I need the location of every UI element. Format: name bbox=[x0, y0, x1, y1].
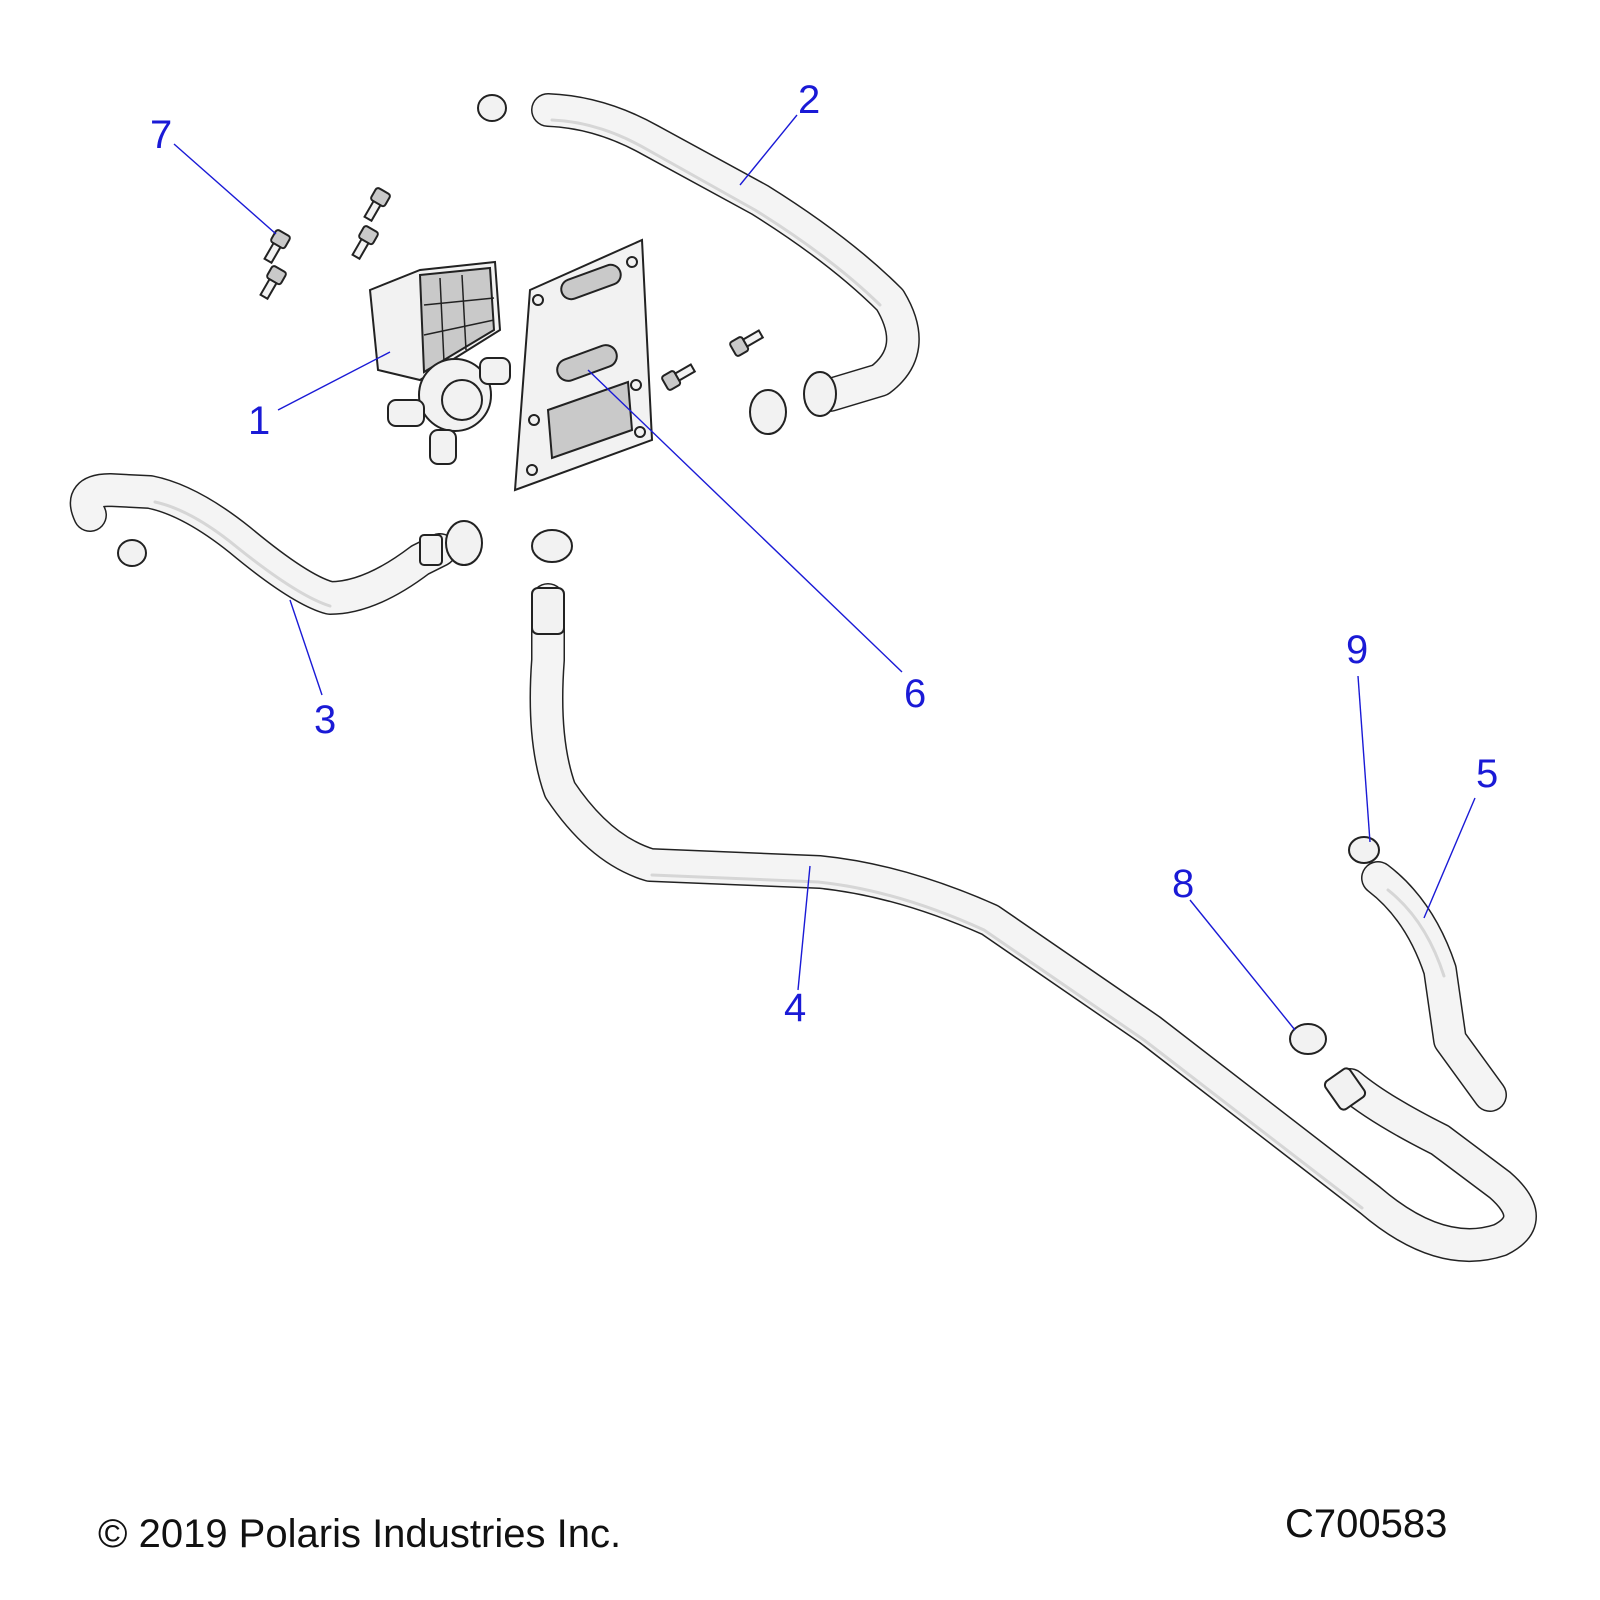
leader-lines bbox=[173, 114, 1476, 1031]
hose-4 bbox=[529, 583, 1537, 1262]
copyright-text: © 2019 Polaris Industries Inc. bbox=[98, 1512, 622, 1556]
callout-2: 2 bbox=[798, 78, 820, 122]
callout-3: 3 bbox=[314, 698, 336, 742]
callout-7: 7 bbox=[150, 113, 172, 157]
bracket-6 bbox=[513, 238, 654, 492]
hose-5 bbox=[1361, 861, 1507, 1112]
hose-3 bbox=[69, 473, 457, 615]
clamps bbox=[117, 94, 1380, 1055]
valve-1 bbox=[368, 260, 511, 465]
hose-2 bbox=[531, 93, 920, 417]
callout-8: 8 bbox=[1172, 862, 1194, 906]
callout-4: 4 bbox=[784, 986, 806, 1030]
callout-9: 9 bbox=[1346, 628, 1368, 672]
callout-6: 6 bbox=[904, 672, 926, 716]
callout-1: 1 bbox=[248, 399, 270, 443]
drawing-code: C700583 bbox=[1285, 1502, 1448, 1546]
callout-5: 5 bbox=[1476, 752, 1498, 796]
bolts-7 bbox=[259, 187, 765, 391]
